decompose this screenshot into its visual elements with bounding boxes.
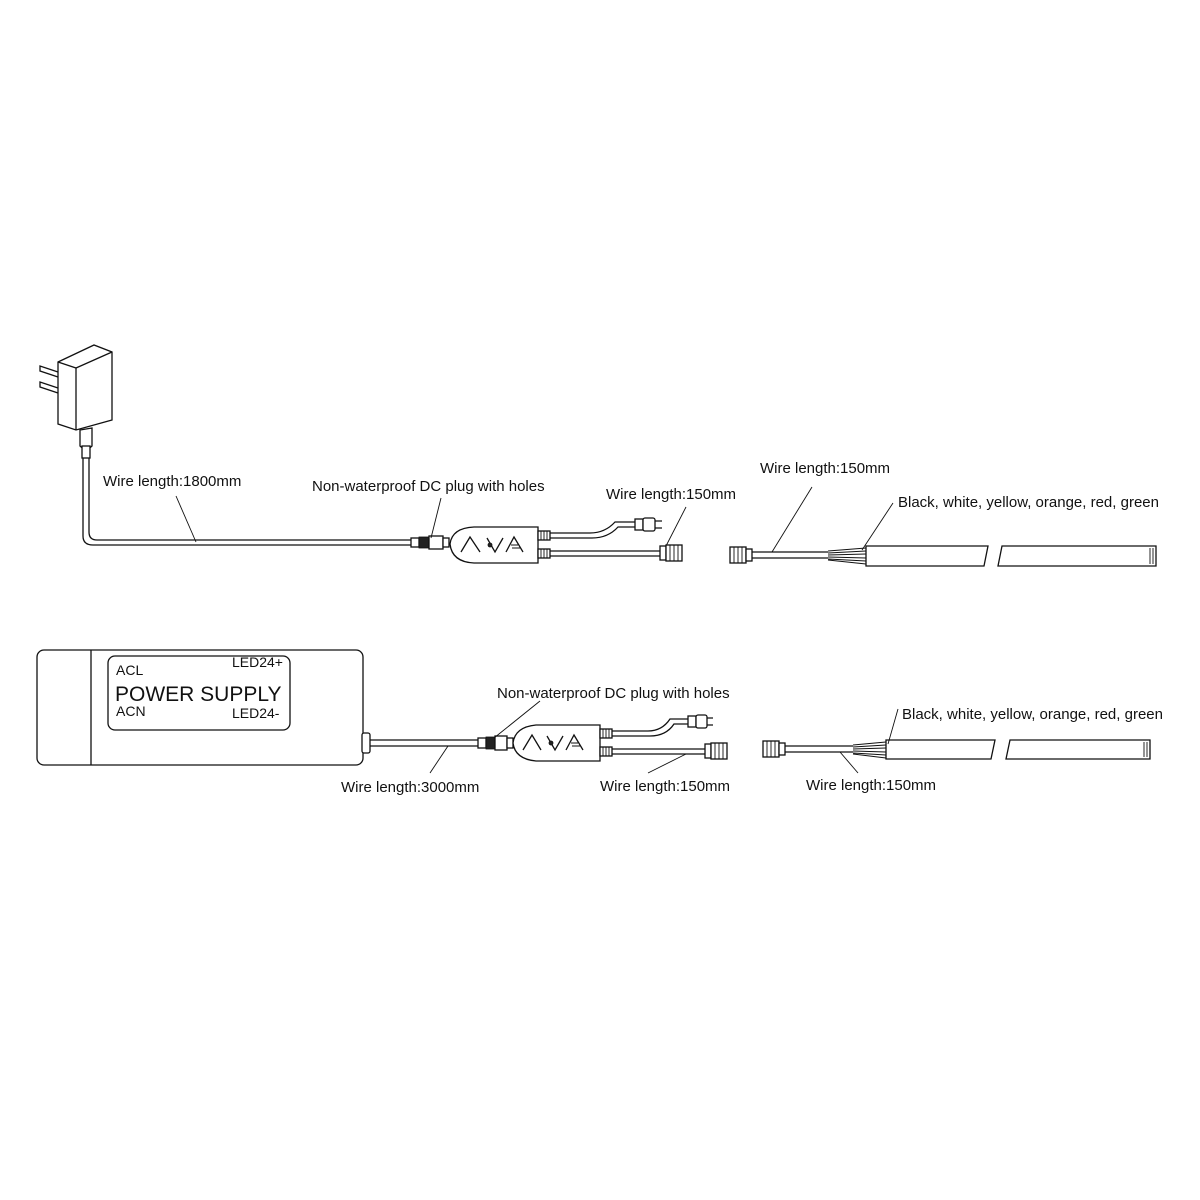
controller-output-wire-label-top: Wire length:150mm [606, 486, 736, 503]
strip-lead-wire-label-top: Wire length:150mm [760, 460, 890, 477]
leader-strip-lead-top [771, 486, 813, 553]
controller-output-wire-label-bottom: Wire length:150mm [600, 778, 730, 795]
controller-outputs-bottom [612, 714, 728, 760]
strip-lead-wire-label-bottom: Wire length:150mm [806, 777, 936, 794]
strip-connector-top [729, 546, 867, 565]
dc-plug-top [410, 535, 450, 550]
strip-colors-label-top: Black, white, yellow, orange, red, green [898, 494, 1159, 511]
psu-terminal-led-positive: LED24+ [232, 654, 283, 670]
leader-strip-colors-top [861, 502, 894, 551]
leader-dc-plug-bottom [493, 700, 541, 739]
leader-dc-plug-top [430, 497, 442, 539]
wall-adapter [39, 344, 113, 459]
psu-terminal-acl: ACL [116, 662, 143, 678]
led-strip-bottom [885, 739, 1151, 760]
dc-plug-bottom [477, 735, 514, 751]
led-strip-top [865, 545, 1157, 567]
controller-top [449, 526, 551, 564]
leader-controller-output-top [665, 506, 687, 547]
psu-terminal-led-negative: LED24- [232, 705, 280, 721]
leader-strip-lead-bottom [839, 751, 859, 774]
adapter-wire-label: Wire length:1800mm [103, 473, 241, 490]
leader-supply-wire [429, 745, 449, 774]
controller-bottom [512, 724, 613, 762]
power-supply-unit [36, 649, 371, 766]
leader-strip-colors-bottom [887, 708, 899, 745]
controller-outputs-top [550, 517, 683, 562]
supply-cable [370, 739, 478, 747]
leader-controller-output-bottom [647, 753, 687, 774]
adapter-cable [82, 458, 412, 546]
psu-title: POWER SUPPLY [115, 683, 281, 706]
psu-terminal-acn: ACN [116, 703, 146, 719]
leader-adapter-wire [175, 495, 197, 543]
dc-plug-label-bottom: Non-waterproof DC plug with holes [497, 685, 730, 702]
supply-wire-label: Wire length:3000mm [341, 779, 479, 796]
strip-connector-bottom [762, 740, 887, 759]
dc-plug-label-top: Non-waterproof DC plug with holes [312, 478, 545, 495]
strip-colors-label-bottom: Black, white, yellow, orange, red, green [902, 706, 1163, 723]
